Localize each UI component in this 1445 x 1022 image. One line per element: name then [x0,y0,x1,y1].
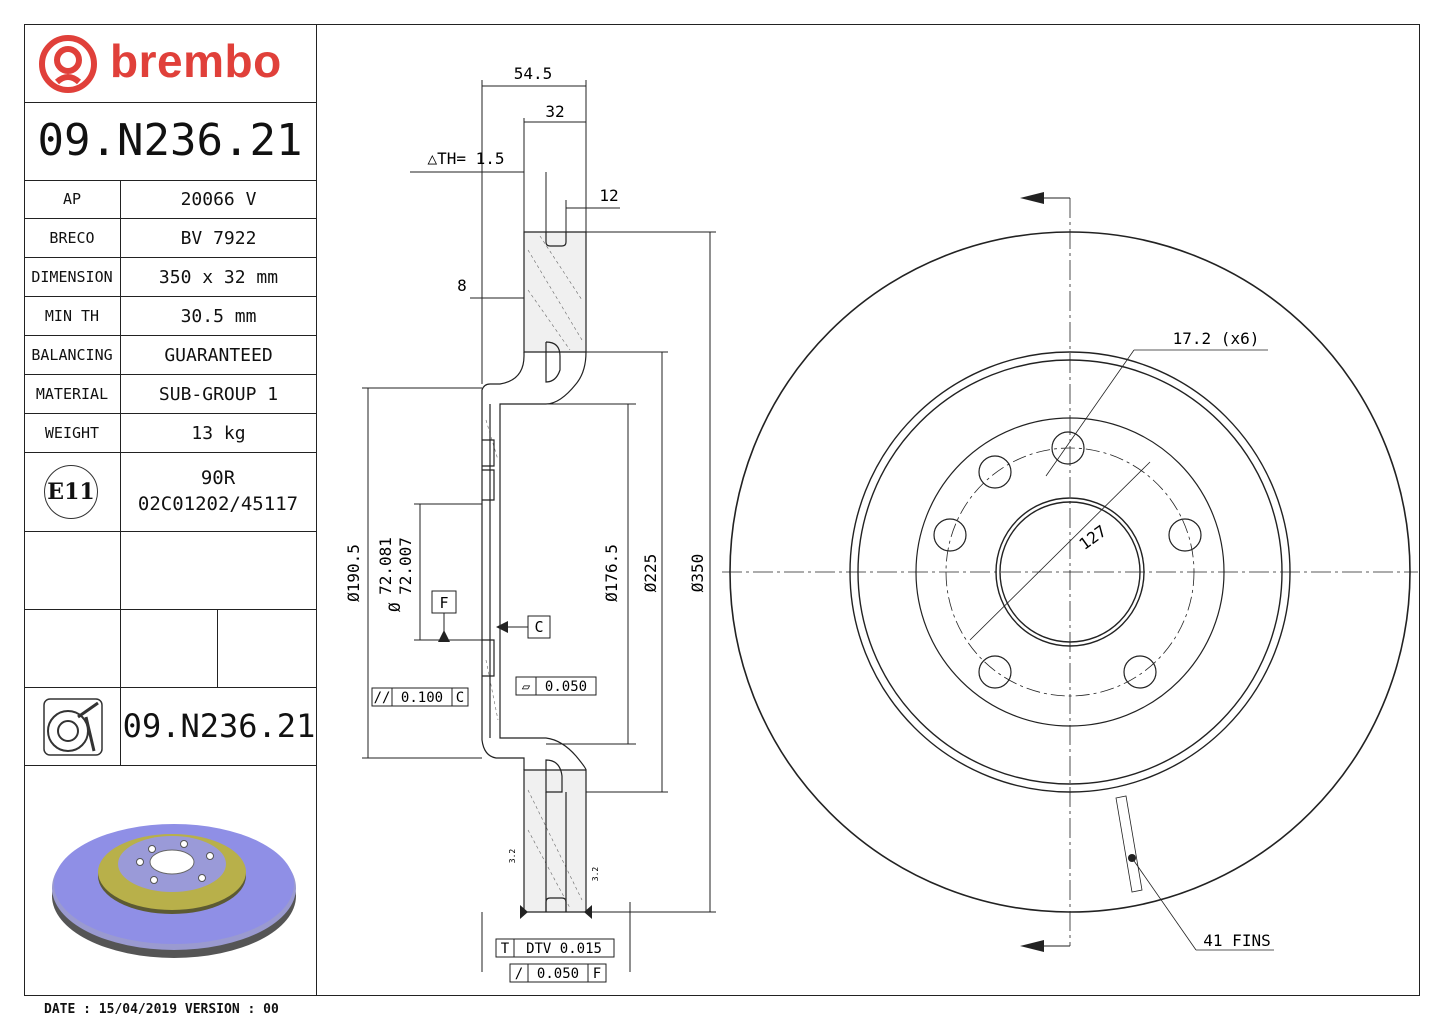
part-number: 09.N236.21 [24,102,316,181]
dim-pcd: 127 [1075,521,1110,553]
part-number-secondary: 09.N236.21 [122,707,316,745]
spec-row: MIN TH 30.5 mm [24,296,316,336]
runout-reference: F [593,966,601,982]
parallel-tolerance: 0.100 [401,690,443,706]
dim-bore-min: 72.007 [396,537,415,595]
spec-label: AP [24,180,121,219]
section-view [481,231,587,913]
dim-overall-width: 54.5 [514,64,553,83]
dim-hat-offset: 8 [457,276,467,295]
runout-tolerance: 0.050 [537,966,579,982]
part-number-row: 09.N236.21 [24,687,316,766]
dim-bore-prefix: Ø [385,602,404,612]
empty-row [24,609,316,688]
flatness-symbol-icon: ▱ [522,679,531,695]
dim-d350: Ø350 [688,554,707,593]
dim-d176: Ø176.5 [602,544,621,602]
brand-logo: brembo [24,24,316,103]
spec-row: BALANCING GUARANTEED [24,335,316,375]
spec-row: BRECO BV 7922 [24,218,316,258]
brembo-logo-icon [39,35,97,93]
spec-table: AP 20066 V BRECO BV 7922 DIMENSION 350 x… [24,180,316,453]
spec-row: AP 20066 V [24,180,316,219]
spec-value: BV 7922 [120,218,316,258]
fins-label: 41 FINS [1203,931,1270,950]
certification-row: E11 90R 02C01202/45117 [24,453,316,532]
dtv-symbol: T [501,941,510,957]
cert-line-1: 90R [200,467,236,489]
spec-value: 20066 V [120,180,316,219]
dim-vane-gap: 12 [599,186,618,205]
roughness-right: 3.2 [591,867,600,882]
runout-symbol: / [515,966,523,982]
spec-label: MIN TH [24,296,121,336]
empty-row [24,531,316,610]
spec-value: GUARANTEED [120,335,316,375]
dim-d190: Ø190.5 [344,544,363,602]
spec-value: SUB-GROUP 1 [120,374,316,414]
spec-value: 350 x 32 mm [120,257,316,297]
footer-date-version: DATE : 15/04/2019 VERSION : 00 [44,1002,279,1017]
dim-bore-max: 72.081 [376,537,395,595]
dim-delta-th: △TH= 1.5 [427,149,504,168]
parallel-reference: C [456,690,464,706]
spec-label: DIMENSION [24,257,121,297]
spec-row: MATERIAL SUB-GROUP 1 [24,374,316,414]
dim-holes: 17.2 (x6) [1173,329,1260,348]
datum-c: C [534,618,543,636]
e11-mark: E11 [44,465,98,519]
dim-d225: Ø225 [641,554,660,593]
top-dimensions [362,80,716,972]
spec-value: 30.5 mm [120,296,316,336]
spec-value: 13 kg [120,413,316,453]
front-view [722,197,1418,951]
flatness-tolerance: 0.050 [545,679,587,695]
drawing-frame [24,24,1420,996]
roughness-left: 3.2 [508,849,517,864]
brand-name: brembo [110,35,282,87]
dim-thickness: 32 [545,102,564,121]
title-block: brembo 09.N236.21 AP 20066 V BRECO BV 79… [24,24,317,996]
spec-row: WEIGHT 13 kg [24,413,316,453]
cert-line-2: 02C01202/45117 [137,493,299,515]
spec-label: WEIGHT [24,413,121,453]
dtv-tolerance: DTV 0.015 [526,941,602,957]
disc-render-image [52,824,296,958]
spec-label: MATERIAL [24,374,121,414]
spec-label: BALANCING [24,335,121,375]
spec-label: BRECO [24,218,121,258]
datum-f: F [439,594,448,612]
brake-disc-icon [43,698,103,756]
technical-drawing: 54.5 32 △TH= 1.5 12 8 Ø190.5 Ø 72.081 72… [344,64,1418,983]
spec-row: DIMENSION 350 x 32 mm [24,257,316,297]
parallel-symbol-icon: // [374,690,391,706]
